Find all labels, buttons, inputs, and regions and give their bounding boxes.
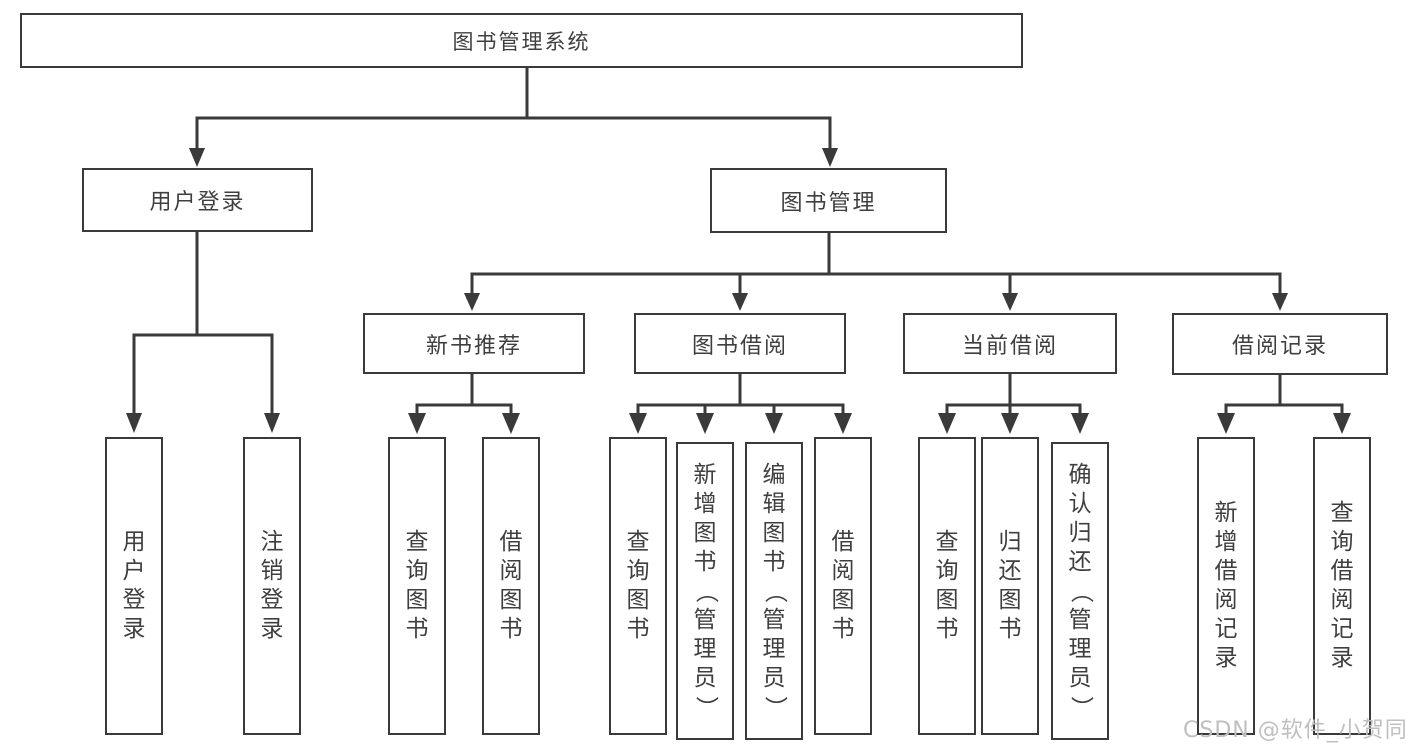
branch-user-login: [126, 232, 280, 433]
node-root-library-system: 图书管理系统: [20, 13, 1023, 68]
leaf-user-login: 用户登录: [105, 437, 163, 735]
leaf-cb-return-book: 归还图书: [981, 437, 1039, 735]
branch-current-borrow: [938, 374, 1089, 434]
branch-book-borrow: [629, 374, 852, 434]
node-user-login: 用户登录: [82, 168, 313, 232]
leaf-bb-add-book-admin: 新增图书（管理员）: [676, 442, 734, 740]
leaf-logout-login: 注销登录: [243, 437, 301, 735]
leaf-cb-query-book: 查询图书: [918, 437, 976, 735]
leaf-bb-borrow-book: 借阅图书: [814, 437, 872, 735]
leaf-bb-query-book: 查询图书: [609, 437, 667, 735]
branch-book-management: [464, 233, 1288, 311]
node-new-book-recommend: 新书推荐: [363, 313, 585, 374]
branch-borrow-record: [1217, 375, 1351, 434]
leaf-cb-confirm-return-admin: 确认归还（管理员）: [1051, 442, 1109, 740]
leaf-bb-edit-book-admin: 编辑图书（管理员）: [745, 442, 803, 740]
leaf-nbr-borrow-book: 借阅图书: [482, 437, 540, 735]
leaf-br-add-record: 新增借阅记录: [1197, 437, 1255, 735]
node-book-management: 图书管理: [710, 168, 947, 233]
node-current-borrow: 当前借阅: [903, 313, 1117, 374]
node-book-borrow: 图书借阅: [634, 313, 846, 374]
branch-new-book-recommend: [408, 374, 520, 434]
leaf-nbr-query-book: 查询图书: [388, 437, 446, 735]
branch-root: [189, 68, 838, 167]
node-borrow-record: 借阅记录: [1172, 313, 1388, 375]
leaf-br-query-record: 查询借阅记录: [1313, 437, 1371, 735]
watermark-text: CSDN @软件_小贺同学: [1183, 718, 1405, 743]
